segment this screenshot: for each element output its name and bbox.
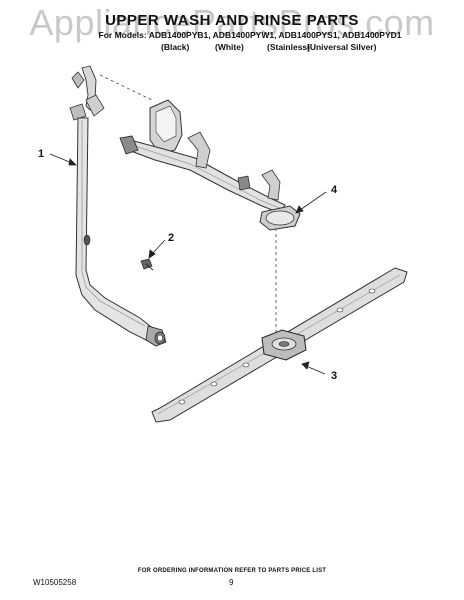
part-2-fastener	[140, 258, 154, 271]
part-3-spray-arm	[151, 267, 408, 423]
color-universal-silver: (Universal Silver)	[307, 42, 377, 52]
color-stainless: (Stainless)	[267, 42, 310, 52]
alignment-lines	[99, 74, 277, 340]
callout-1: 1	[38, 148, 44, 160]
page-title: UPPER WASH AND RINSE PARTS	[105, 12, 359, 29]
leader-lines	[49, 153, 327, 375]
part-1-supply-tube	[69, 65, 167, 347]
callout-2: 2	[168, 232, 174, 244]
callout-4: 4	[331, 184, 338, 196]
part-4-manifold	[119, 99, 301, 231]
model-list: For Models: ADB1400PYB1, ADB1400PYW1, AD…	[98, 30, 402, 40]
callout-3: 3	[331, 370, 337, 382]
color-white: (White)	[215, 42, 244, 52]
color-black: (Black)	[161, 42, 190, 52]
doc-number: W10505258	[33, 578, 77, 587]
page-number: 9	[229, 578, 234, 587]
ordering-note: FOR ORDERING INFORMATION REFER TO PARTS …	[137, 568, 327, 574]
